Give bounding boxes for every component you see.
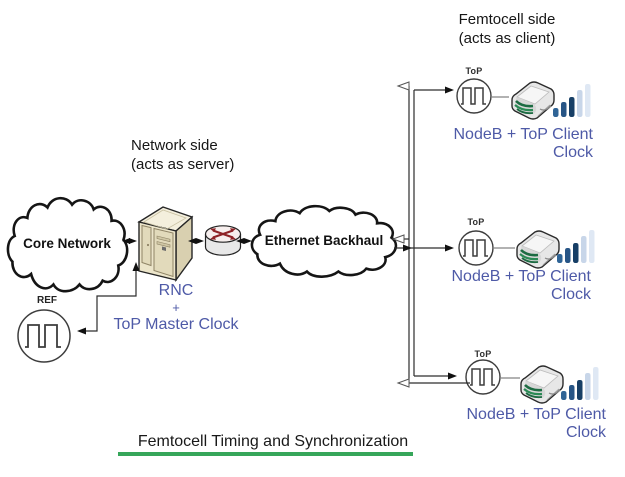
core-network-label: Core Network (23, 236, 111, 251)
signal-bars-icon (557, 230, 595, 263)
router-icon (204, 225, 242, 256)
nodeb-device-icon (510, 80, 556, 121)
nodeb-row1-line1: NodeB + ToP Client (453, 126, 594, 143)
rnc-label-block: RNC + ToP Master Clock (96, 282, 256, 333)
nodeb-device-icon (515, 229, 561, 270)
network-side-line1: Network side (131, 137, 218, 154)
nodeb-label-row3: NodeB + ToP Client Clock (386, 406, 607, 441)
diagram-title: Femtocell Timing and Synchronization (137, 433, 409, 450)
femtocell-side-line1: Femtocell side (458, 11, 556, 28)
femtocell-side-line2: (acts as client) (458, 30, 556, 47)
top-clock-label: ToP (474, 349, 492, 359)
rnc-line3: ToP Master Clock (113, 316, 239, 333)
rnc-line1: RNC (158, 282, 194, 299)
network-side-line2: (acts as server) (131, 156, 235, 173)
signal-bars-icon (561, 367, 599, 400)
rnc-line2: + (172, 300, 180, 315)
nodeb-row2-line1: NodeB + ToP Client (451, 268, 592, 285)
arrowheads (77, 81, 457, 388)
nodeb-row3-line2: Clock (565, 423, 606, 441)
nodeb-row1-line2: Clock (552, 143, 593, 161)
femtocell-side-header: Femtocell side (acts as client) (427, 10, 587, 48)
nodeb-label-row2: NodeB + ToP Client Clock (371, 268, 592, 303)
top-clock-icon (458, 230, 494, 266)
ref-clock-icon (17, 309, 71, 363)
title-underline (118, 452, 413, 456)
router-cross-arrows (210, 228, 236, 240)
signal-bars-icon (553, 84, 591, 117)
nodeb-label-row1: NodeB + ToP Client Clock (373, 126, 594, 161)
top-clock-label: ToP (465, 66, 483, 76)
connector-lines (82, 85, 520, 384)
nodeb-row3-line1: NodeB + ToP Client (466, 406, 607, 423)
nodeb-device-icon (519, 364, 565, 405)
ref-clock-label: REF (37, 295, 57, 306)
top-clock-icon (456, 78, 492, 114)
rnc-server-icon (137, 206, 194, 283)
top-clock-label: ToP (467, 217, 485, 227)
top-clock-icon (465, 359, 501, 395)
nodeb-row2-line2: Clock (550, 285, 591, 303)
network-side-header: Network side (acts as server) (131, 136, 261, 174)
ethernet-backhaul-label: Ethernet Backhaul (264, 233, 384, 248)
